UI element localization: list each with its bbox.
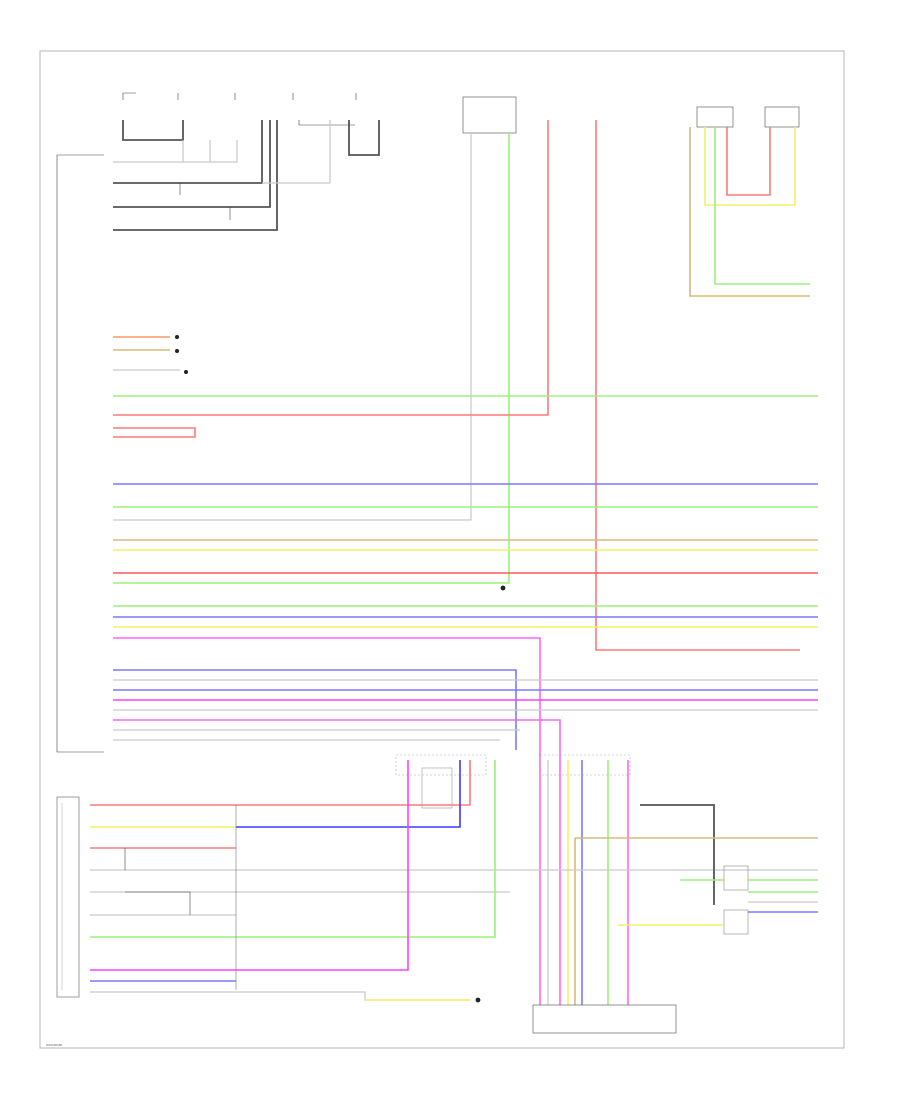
dark-wire-6 (179, 183, 231, 220)
pink-lower-2 (113, 719, 561, 1005)
bottom-left-harness (90, 760, 818, 1001)
gray-loop (124, 848, 191, 915)
red-wire-right (726, 127, 771, 196)
splice-dot-3 (184, 370, 188, 374)
yellow-wire-right (704, 127, 796, 206)
module-block-right-1 (696, 106, 734, 128)
blue-lower-1 (113, 669, 517, 750)
green-wire-right (714, 127, 810, 285)
right-components (575, 804, 818, 935)
dark-wire-3 (113, 120, 263, 184)
top-bracket-mid (298, 120, 355, 126)
dark-wire-7 (262, 120, 331, 184)
lower-left-connector (56, 796, 80, 998)
left-module-bracket (56, 154, 104, 753)
top-connector-1 (122, 92, 136, 100)
pink-bus (113, 637, 541, 1005)
vertical-drops (547, 760, 629, 1005)
junction-box-right (539, 754, 631, 776)
dark-wire-2 (183, 140, 238, 163)
red-vertical-2 (595, 120, 800, 651)
gray-bottom-4 (90, 991, 470, 1001)
center-splice (500, 585, 506, 591)
right-top-wires (689, 127, 810, 297)
lower-harness (113, 669, 818, 1005)
inner-connector (421, 767, 453, 809)
splice-dot-2 (175, 349, 179, 353)
dark-wire-4 (113, 120, 271, 208)
red-vertical-1 (113, 120, 549, 416)
blue-bottom (236, 760, 461, 828)
green-bottom (90, 760, 496, 938)
dark-wire-1 (113, 140, 184, 163)
top-bracket-right (348, 120, 380, 156)
horizontal-bus (113, 395, 818, 1005)
bottom-splice (475, 997, 481, 1003)
top-bracket-left (122, 120, 184, 141)
relay-lower (723, 909, 749, 935)
module-block-center (462, 96, 517, 134)
bottom-module (532, 1004, 677, 1034)
red-bottom (90, 760, 471, 806)
splice-dot-1 (175, 335, 179, 339)
pink-bottom-2 (90, 760, 409, 971)
tan-wire-right-1 (689, 127, 810, 297)
red-loop (113, 427, 196, 438)
left-connectors (113, 335, 188, 374)
dark-wire-5 (113, 120, 278, 231)
module-block-right-2 (764, 106, 800, 128)
diagram-frame (39, 50, 845, 1049)
relay-upper (723, 865, 749, 891)
dark-harness (113, 120, 331, 231)
gray-vertical-center (113, 133, 472, 521)
footer-code: W10000086 (46, 1043, 63, 1047)
top-connector-2 (177, 93, 236, 100)
junction-box-left (395, 754, 487, 776)
top-connector-3 (292, 93, 357, 100)
gray-right-connector (640, 804, 715, 905)
top-components (122, 92, 800, 156)
